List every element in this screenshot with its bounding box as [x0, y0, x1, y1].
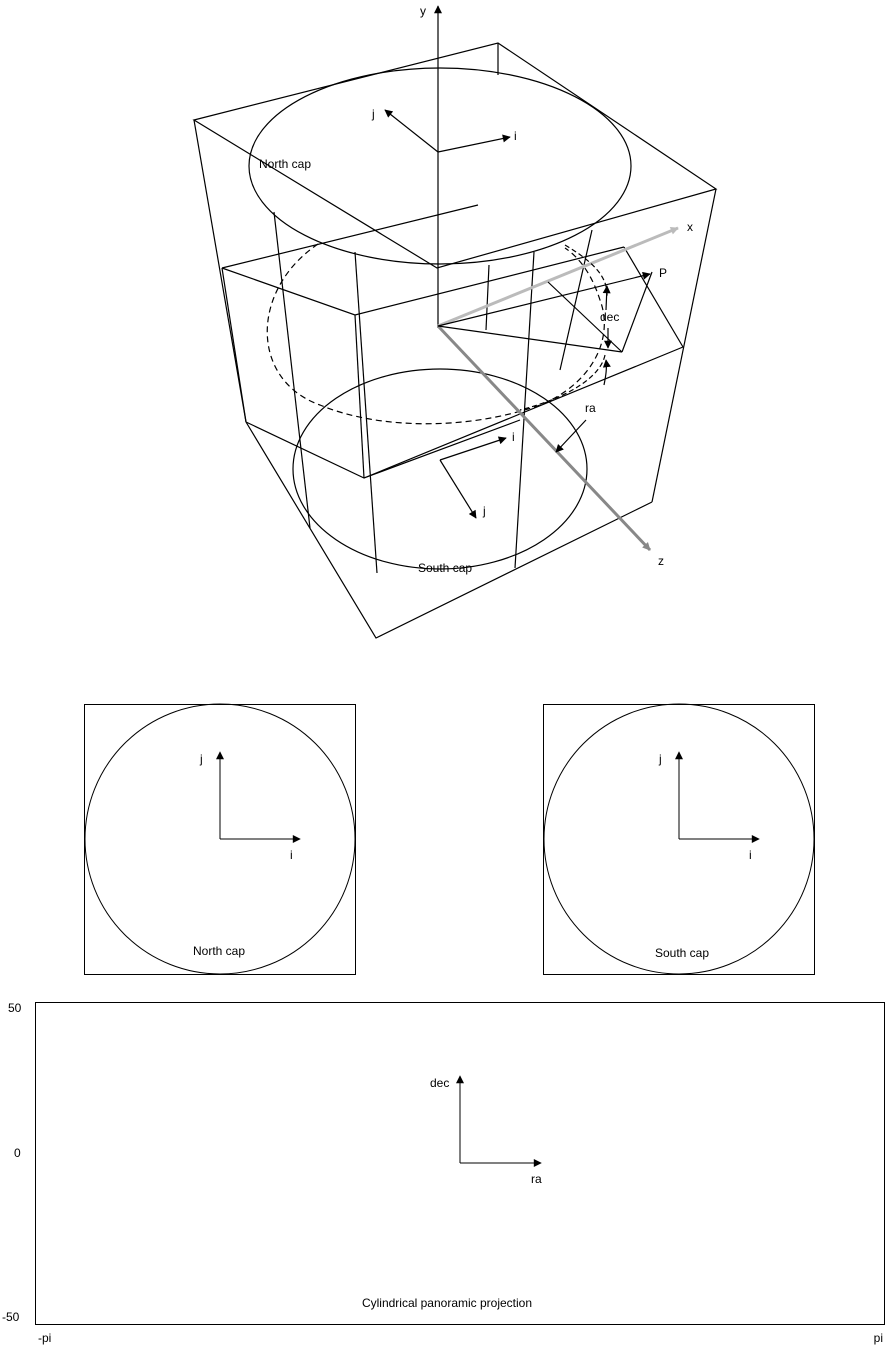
panorama-caption: Cylindrical panoramic projection	[362, 1296, 532, 1310]
y-tick-top: 50	[8, 1001, 22, 1015]
guide-line	[547, 281, 623, 353]
cylinder-line	[273, 211, 311, 529]
panorama-frame	[35, 1002, 885, 1325]
equator-plane-edge	[221, 267, 247, 423]
p-projection	[621, 271, 653, 353]
cube-top-face	[192, 42, 718, 269]
ra-arc	[519, 354, 606, 411]
cylinder-line	[485, 264, 490, 331]
north-cap-j-label: j	[371, 107, 375, 121]
south-cap-j-label: j	[482, 504, 486, 518]
equator-plane-edge	[623, 246, 684, 348]
equator-plane	[221, 204, 479, 269]
y-tick-mid: 0	[14, 1146, 21, 1160]
cylinder-line	[514, 251, 535, 569]
x-tick-right: pi	[874, 1331, 883, 1345]
x-tick-left: -pi	[38, 1331, 51, 1345]
south-cap-panel-j-label: j	[658, 752, 662, 766]
south-cap-i-arrow	[439, 436, 507, 461]
north-cap-ellipse	[248, 67, 632, 265]
south-cap-label: South cap	[418, 561, 472, 575]
z-axis	[436, 324, 652, 552]
south-cap-j-arrow	[439, 459, 477, 519]
north-cap-panel	[84, 703, 356, 975]
ra-arrow	[555, 419, 587, 453]
panorama-ra-label: ra	[531, 1172, 542, 1186]
south-cap-i-label: i	[512, 430, 515, 444]
inner-line	[363, 419, 521, 479]
cylinder-line	[559, 229, 593, 371]
vector-op	[437, 271, 651, 327]
panorama-panel	[35, 1002, 885, 1325]
cube-bottom-edge	[245, 421, 653, 639]
cube-edge	[651, 188, 717, 503]
cube-edge	[193, 119, 247, 423]
y-tick-bottom: -50	[2, 1310, 20, 1324]
dec-label: dec	[600, 310, 619, 324]
point-p-label: P	[659, 266, 667, 280]
south-cap-panel-i-label: i	[749, 848, 752, 862]
north-cap-caption: North cap	[193, 944, 245, 958]
x-axis-label: x	[687, 220, 693, 234]
cylinder-line	[354, 251, 378, 574]
north-cap-panel-i-label: i	[290, 848, 293, 862]
lower-plane	[245, 346, 684, 479]
ra-label: ra	[585, 401, 596, 415]
south-cap-panel	[543, 703, 815, 975]
ra-arc-arrow	[602, 359, 611, 386]
south-cap-circle	[543, 703, 815, 975]
z-axis-label: z	[658, 554, 664, 568]
equator-plane-edge	[354, 314, 365, 479]
north-cap-j-arrow	[384, 109, 439, 153]
panorama-dec-label: dec	[430, 1076, 449, 1090]
north-cap-i-arrow	[437, 134, 511, 153]
north-cap-panel-j-label: j	[199, 752, 203, 766]
p-projection-base	[437, 325, 623, 353]
north-cap-circle	[84, 703, 356, 975]
y-axis-label: y	[420, 4, 426, 18]
three-d-view	[192, 5, 718, 639]
dashed-sphere-outline	[266, 243, 605, 425]
north-cap-label: North cap	[259, 157, 311, 171]
dec-arrow-up	[602, 285, 611, 311]
north-cap-i-label: i	[514, 129, 517, 143]
south-cap-caption: South cap	[655, 946, 709, 960]
x-axis	[437, 226, 679, 328]
south-cap-ellipse	[292, 368, 588, 570]
